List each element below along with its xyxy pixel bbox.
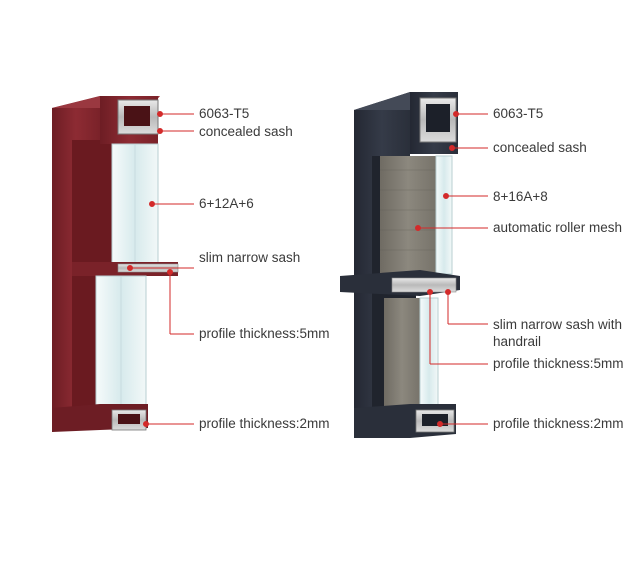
charcoal-label-thickness-main: profile thickness:5mm (493, 356, 624, 371)
charcoal-roller-mesh (380, 156, 436, 274)
charcoal-window (340, 92, 460, 438)
charcoal-lower-mesh (384, 298, 420, 408)
charcoal-leader-lines (415, 111, 488, 427)
charcoal-label-mesh: automatic roller mesh (493, 220, 623, 235)
charcoal-lower-glass (419, 297, 439, 409)
charcoal-upper-glass (435, 155, 453, 275)
red-label-thickness-bottom: profile thickness:2mm (199, 416, 330, 431)
red-label-alloy: 6063-T5 (199, 106, 250, 121)
red-label-glass: 6+12A+6 (199, 196, 254, 211)
charcoal-label-narrow-sash: slim narrow sash with handrail (493, 317, 623, 349)
red-leader-lines (127, 111, 194, 427)
red-window (52, 96, 179, 432)
charcoal-label-alloy: 6063-T5 (493, 106, 544, 121)
charcoal-label-thickness-bottom: profile thickness:2mm (493, 416, 624, 431)
red-label-thickness-main: profile thickness:5mm (199, 326, 330, 341)
red-label-sash: concealed sash (199, 124, 293, 139)
red-label-narrow-sash: slim narrow sash (199, 250, 301, 265)
charcoal-label-sash: concealed sash (493, 140, 587, 155)
red-top-profile-cut (117, 99, 159, 135)
charcoal-label-glass: 8+16A+8 (493, 189, 548, 204)
